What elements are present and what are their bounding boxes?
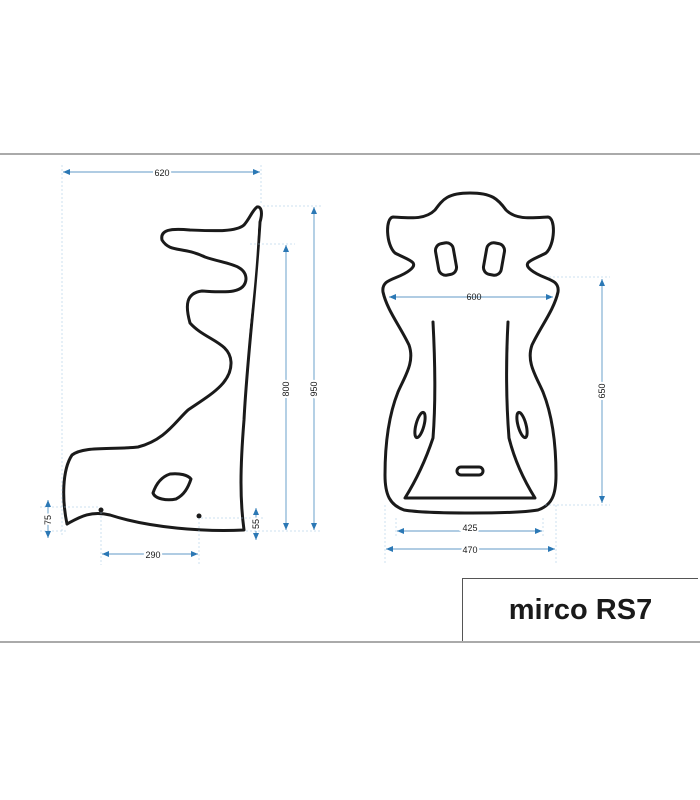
dim-label-470: 470 <box>462 545 477 555</box>
dim-label-620: 620 <box>154 168 169 178</box>
model-name-box: mirco RS7 <box>462 578 698 641</box>
front-view-left-shoulder-slot <box>433 241 459 277</box>
side-view: 620 800 950 75 290 55 <box>40 165 322 565</box>
rear-mount-point <box>98 507 104 513</box>
front-view-right-shoulder-slot <box>481 241 507 277</box>
dim-label-600: 600 <box>466 292 481 302</box>
side-view-seat-outline <box>62 205 263 532</box>
dim-label-950: 950 <box>309 381 319 396</box>
dim-label-75: 75 <box>43 515 53 525</box>
dim-label-800: 800 <box>281 381 291 396</box>
front-mount-point <box>196 513 202 519</box>
dim-label-650: 650 <box>597 383 607 398</box>
side-view-cutout <box>151 472 193 502</box>
front-view-left-side-slot <box>413 410 427 440</box>
dim-label-425: 425 <box>462 523 477 533</box>
front-view: 600 650 425 470 <box>381 191 610 565</box>
front-view-center-slot <box>455 465 485 477</box>
dim-label-55: 55 <box>251 519 261 529</box>
model-name: mirco RS7 <box>508 593 653 626</box>
front-view-right-side-slot <box>515 410 529 440</box>
dim-label-290: 290 <box>145 550 160 560</box>
front-view-seat-base <box>403 320 537 500</box>
